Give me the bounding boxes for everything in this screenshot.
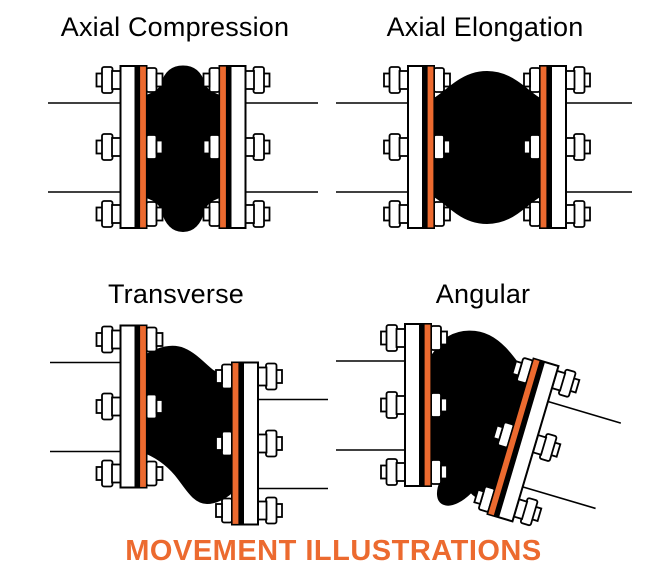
- pipe-line: [522, 486, 596, 510]
- flange-left: [381, 324, 447, 486]
- diagram-angular: [336, 324, 622, 543]
- title-angular: Angular: [435, 279, 531, 309]
- flange-right: [204, 66, 270, 228]
- title-transverse: Transverse: [107, 279, 245, 309]
- title-axial-compression: Axial Compression: [60, 12, 290, 42]
- diagram-axial-elongation: [336, 66, 632, 228]
- diagram-transverse: [50, 326, 328, 525]
- flange-right-offset-down: [216, 363, 282, 525]
- flange-right: [524, 66, 590, 228]
- pipes: [336, 102, 632, 193]
- pipes: [48, 102, 318, 193]
- title-axial-elongation: Axial Elongation: [386, 12, 584, 42]
- pipes: [522, 400, 622, 510]
- tilted-flange-assembly: [472, 354, 622, 543]
- flange-left: [97, 326, 163, 488]
- flange-left: [384, 66, 450, 228]
- pipe-line: [547, 400, 622, 424]
- flange-left: [97, 66, 163, 228]
- diagram-axial-compression: [48, 66, 318, 232]
- pipes: [50, 361, 328, 490]
- pipes: [336, 360, 405, 451]
- movement-illustrations-caption: MOVEMENT ILLUSTRATIONS: [125, 535, 542, 567]
